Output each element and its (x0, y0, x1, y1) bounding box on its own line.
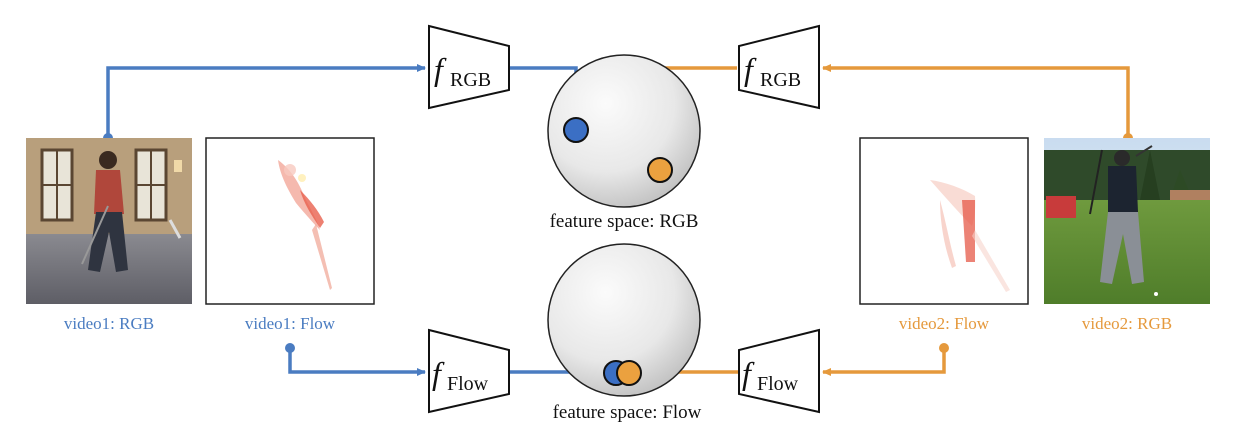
video1-flow-arrow-to-encoder (288, 348, 426, 376)
flow-feature-space-caption: feature space: Flow (553, 402, 702, 423)
video1-rgb-arrow-to-encoder (106, 64, 426, 138)
rgb-feature-space: feature space: RGB (547, 54, 701, 232)
video1-flow-label: video1: Flow (245, 314, 336, 333)
flow-embedding-video2-dot (616, 360, 642, 386)
rgb-encoder-video2-subscript: RGB (760, 69, 801, 91)
video1-flow-arrow-origin-dot (285, 343, 295, 353)
flow-encoder-video2-subscript: Flow (757, 373, 799, 395)
video1-rgb-image (26, 138, 192, 304)
rgb-encoder-video1-subscript: RGB (450, 69, 491, 91)
video2-flow-arrow-origin-dot (939, 343, 949, 353)
rgb-feature-space-caption: feature space: RGB (550, 211, 699, 232)
rgb-embedding-video2-dot (647, 157, 673, 183)
flow-encoder-video2: f Flow (738, 328, 820, 414)
video1-flow-image (205, 137, 375, 305)
video2-flow-label: video2: Flow (899, 314, 990, 333)
flow-feature-sphere (547, 243, 701, 397)
video2-rgb-label: video2: RGB (1082, 314, 1172, 333)
video1-rgb-label: video1: RGB (64, 314, 154, 333)
video2-rgb-image (1044, 138, 1210, 304)
rgb-encoder-video1: f RGB (428, 24, 510, 110)
rgb-embedding-video1-dot (563, 117, 589, 143)
rgb-encoder-video2: f RGB (738, 24, 820, 110)
video2-rgb-arrow-to-encoder (822, 64, 1130, 138)
video2-flow-image (859, 137, 1029, 305)
flow-encoder-video1-subscript: Flow (447, 373, 489, 395)
flow-encoder-video1: f Flow (428, 328, 510, 414)
flow-feature-space: feature space: Flow (547, 243, 702, 423)
video2-flow-arrow-to-encoder (822, 348, 946, 376)
